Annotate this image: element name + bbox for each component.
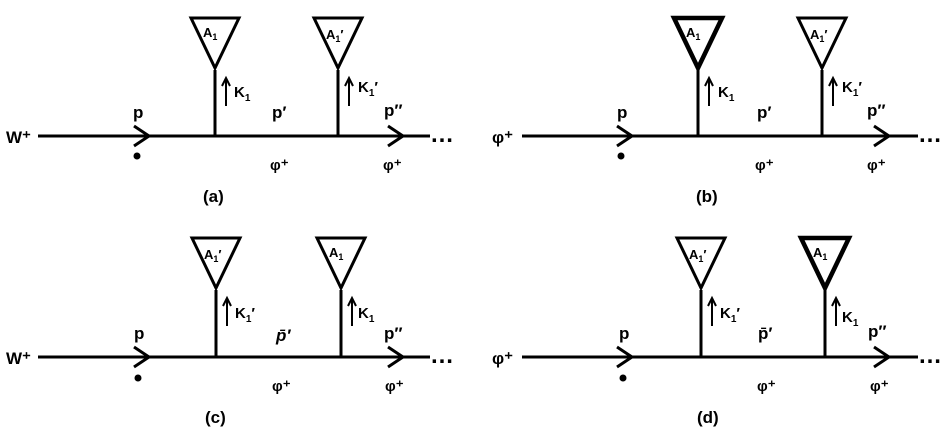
dot-marker <box>134 374 142 382</box>
insertion-triangle <box>797 235 853 294</box>
dot-marker <box>133 152 141 160</box>
phi-label: φ⁺ <box>755 157 774 174</box>
panel-caption: (b) <box>696 187 718 206</box>
up-arrow-head <box>831 295 841 307</box>
momentum-p1: p′ <box>757 103 771 122</box>
insertion-triangle <box>674 236 728 292</box>
panel-caption: (a) <box>203 187 224 206</box>
panel-b: φ⁺ p … A1 K1 p′ φ⁺ A1′ K1′ p″ φ⁺ (b) <box>492 15 942 206</box>
panel-caption: (c) <box>205 408 226 427</box>
momentum-p2: p″ <box>384 324 403 343</box>
momentum-p: p <box>619 324 629 343</box>
source-label: W⁺ <box>6 128 31 147</box>
insertion-triangle <box>795 16 849 72</box>
phi-label: φ⁺ <box>870 378 889 395</box>
phi-label: φ⁺ <box>272 378 291 395</box>
arrow-head <box>133 345 152 369</box>
panel-c: W⁺ p … A1′ K1′ p̄′ φ⁺ A1 K1 p″ φ⁺ (c) <box>6 236 454 427</box>
insertion-label: A1 <box>203 25 217 42</box>
phi-label: φ⁺ <box>867 157 886 174</box>
insertion-label: A1′ <box>689 247 707 264</box>
momentum-p2: p″ <box>867 101 886 120</box>
arrow-head <box>387 345 406 369</box>
insertion-label: A1 <box>813 245 827 262</box>
up-arrow-head <box>344 75 354 87</box>
momentum-p2: p″ <box>384 101 403 120</box>
insertion-triangle <box>311 16 365 72</box>
momentum-k: K1 <box>358 305 375 325</box>
momentum-k: K1′ <box>842 79 862 99</box>
up-arrow-head <box>707 295 717 307</box>
momentum-p2: p″ <box>868 322 887 341</box>
insertion-triangle <box>188 16 242 72</box>
continuation-dots: … <box>918 121 942 148</box>
arrow-head <box>616 345 635 369</box>
momentum-k: K1′ <box>720 305 740 325</box>
insertion-label: A1 <box>329 245 343 262</box>
momentum-p1: p̄′ <box>758 324 772 343</box>
insertion-label: A1 <box>686 25 700 42</box>
continuation-dots: … <box>430 121 454 148</box>
insertion-triangle <box>670 15 726 74</box>
insertion-label: A1′ <box>204 247 222 264</box>
insertion-triangle <box>314 236 368 292</box>
momentum-k: K1 <box>718 84 735 104</box>
up-arrow-head <box>222 295 232 307</box>
momentum-p1: p̄′ <box>275 326 291 345</box>
source-label: W⁺ <box>6 349 31 368</box>
up-arrow-head <box>704 75 714 87</box>
up-arrow-head <box>828 75 838 87</box>
panel-d: φ⁺ p … A1′ K1′ p̄′ φ⁺ A1 K1 p″ φ⁺ (d) <box>492 235 942 427</box>
insertion-label: A1′ <box>326 27 344 44</box>
momentum-k: K1′ <box>235 305 255 325</box>
arrow-head <box>387 124 406 148</box>
phi-label: φ⁺ <box>757 378 776 395</box>
momentum-k: K1′ <box>358 79 378 99</box>
panel-caption: (d) <box>697 408 719 427</box>
arrow-head <box>873 345 892 369</box>
momentum-p: p <box>617 103 627 122</box>
continuation-dots: … <box>918 342 942 369</box>
dot-marker <box>619 374 627 382</box>
momentum-k: K1 <box>234 84 251 104</box>
phi-label: φ⁺ <box>385 378 404 395</box>
arrow-head <box>133 124 152 148</box>
arrow-head <box>616 124 635 148</box>
up-arrow-head <box>347 295 357 307</box>
phi-label: φ⁺ <box>383 157 402 174</box>
momentum-p: p <box>134 324 144 343</box>
up-arrow-head <box>221 75 231 87</box>
dot-marker <box>617 152 625 160</box>
phi-label: φ⁺ <box>270 157 289 174</box>
arrow-head <box>873 124 892 148</box>
source-label: φ⁺ <box>492 128 513 147</box>
momentum-p: p <box>133 103 143 122</box>
continuation-dots: … <box>430 342 454 369</box>
insertion-label: A1′ <box>810 27 828 44</box>
momentum-k: K1 <box>842 309 859 329</box>
momentum-p1: p′ <box>272 103 286 122</box>
panel-a: W⁺ p … A1 K1 p′ φ⁺ A1′ K1′ p″ φ⁺ (a) <box>6 16 454 206</box>
source-label: φ⁺ <box>492 349 513 368</box>
insertion-triangle <box>189 236 243 292</box>
